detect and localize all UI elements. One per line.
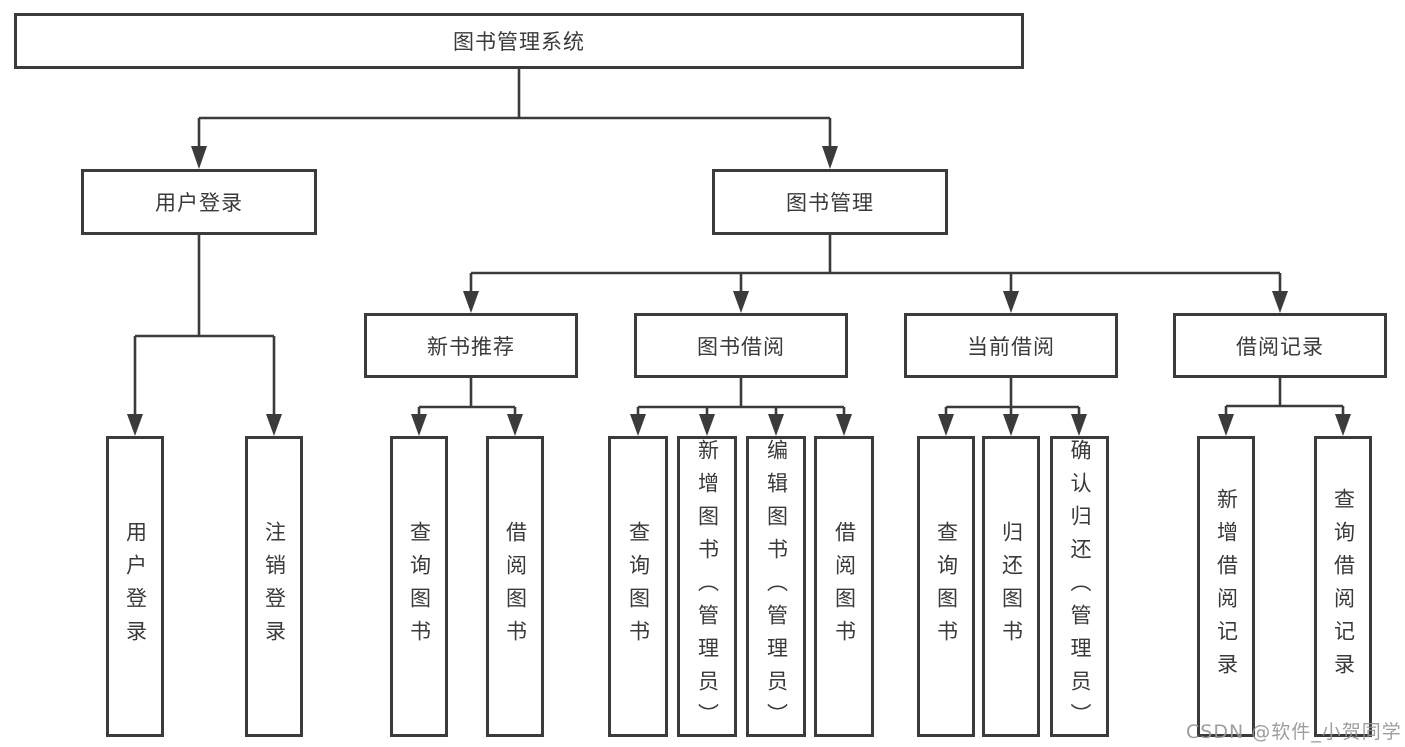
leaf-label: 查询借阅记录: [1331, 487, 1356, 686]
leaf-label: 借阅图书: [832, 520, 857, 653]
arrowhead: [463, 291, 479, 313]
leaf-label: 注销登录: [262, 520, 287, 653]
leaf-borrow-books: 借阅图书: [814, 436, 874, 737]
arrowhead: [127, 414, 143, 436]
connector-new-book: [417, 378, 517, 416]
node-book-management: 图书管理: [712, 169, 948, 235]
arrowhead: [1272, 291, 1288, 313]
node-book-borrow: 图书借阅: [634, 313, 848, 378]
arrowhead: [507, 414, 523, 436]
csdn-watermark: CSDN @软件_小贺同学: [1186, 721, 1402, 743]
leaf-label: 编辑图书（管理员）: [764, 439, 789, 736]
leaf-query-books-recommend: 查询图书: [390, 436, 448, 737]
node-library-management-system: 图书管理系统: [14, 13, 1024, 69]
arrowhead: [733, 291, 749, 313]
arrowhead: [1335, 414, 1351, 436]
connector-book-management: [469, 235, 1282, 292]
arrowhead: [1003, 414, 1019, 436]
leaf-add-books-admin: 新增图书（管理员）: [677, 436, 737, 737]
leaf-label: 归还图书: [999, 520, 1024, 653]
leaf-query-borrow-record: 查询借阅记录: [1314, 436, 1372, 737]
arrowhead: [1003, 291, 1019, 313]
leaf-query-books-borrow: 查询图书: [608, 436, 668, 737]
arrowhead: [266, 414, 282, 436]
connector-current-borrow: [944, 378, 1081, 416]
node-new-book-recommend: 新书推荐: [364, 313, 578, 378]
leaf-label: 查询图书: [934, 520, 959, 653]
arrowhead: [1218, 414, 1234, 436]
arrowhead: [768, 414, 784, 436]
leaf-label: 新增借阅记录: [1214, 487, 1239, 686]
leaf-label: 借阅图书: [503, 520, 528, 653]
arrowhead: [938, 414, 954, 436]
leaf-edit-books-admin: 编辑图书（管理员）: [746, 436, 806, 737]
node-borrow-records: 借阅记录: [1173, 313, 1387, 378]
arrowhead: [191, 146, 207, 169]
leaf-borrow-books-recommend: 借阅图书: [486, 436, 544, 737]
connector-book-borrow: [636, 378, 846, 416]
arrowhead: [411, 414, 427, 436]
arrowhead: [822, 146, 838, 169]
node-user-login: 用户登录: [81, 169, 317, 235]
connector-borrow-records: [1224, 378, 1345, 416]
arrowhead: [699, 414, 715, 436]
node-current-borrow: 当前借阅: [904, 313, 1118, 378]
connector-root: [197, 69, 832, 147]
leaf-label: 用户登录: [123, 520, 148, 653]
leaf-return-books: 归还图书: [982, 436, 1040, 737]
leaf-label: 确认归还（管理员）: [1068, 439, 1092, 736]
arrowhead: [836, 414, 852, 436]
leaf-label: 查询图书: [626, 520, 651, 653]
leaf-label: 新增图书（管理员）: [695, 439, 720, 736]
leaf-logout-login: 注销登录: [245, 436, 303, 737]
leaf-query-books-current: 查询图书: [917, 436, 975, 737]
arrowhead: [630, 414, 646, 436]
arrowhead: [1071, 414, 1087, 436]
leaf-confirm-return-admin: 确认归还（管理员）: [1050, 436, 1109, 737]
leaf-user-login: 用户登录: [106, 436, 164, 737]
leaf-label: 查询图书: [407, 520, 432, 653]
leaf-add-borrow-record: 新增借阅记录: [1197, 436, 1255, 737]
connector-user-login: [133, 235, 276, 415]
